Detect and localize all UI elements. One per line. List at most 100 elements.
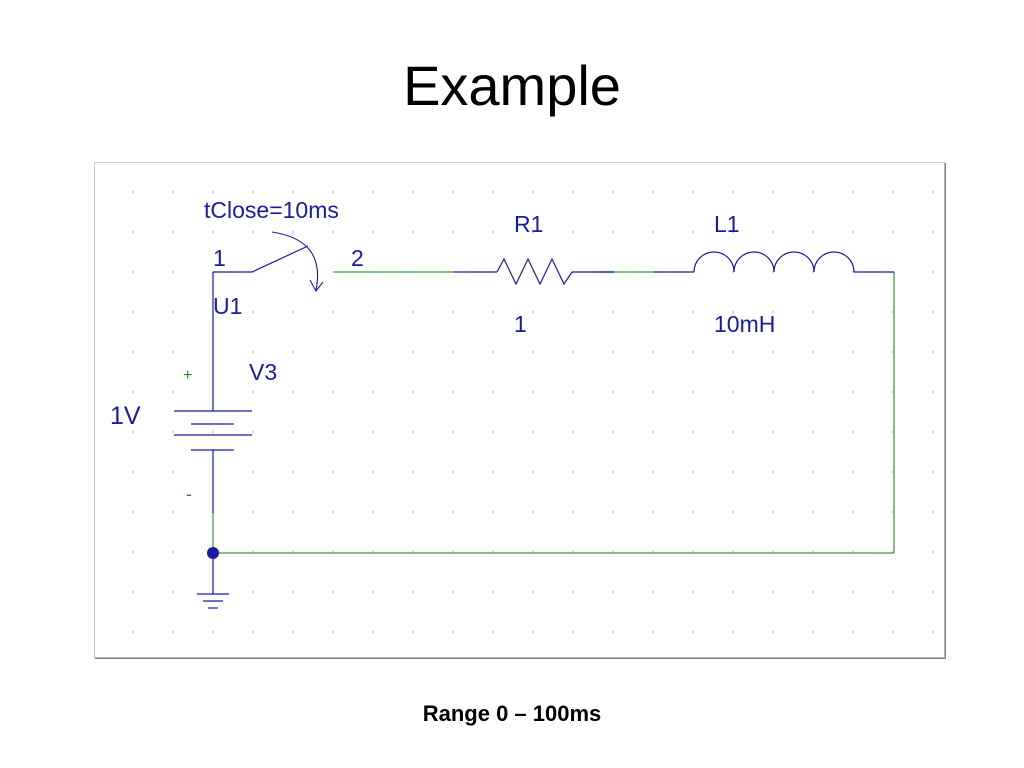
grid-dot — [332, 231, 334, 233]
grid-dot — [292, 271, 294, 273]
schematic-canvas: tClose=10ms 1 2 U1 R1 1 L1 10mH V3 1V + … — [94, 162, 946, 659]
grid-dot — [532, 471, 534, 473]
grid-dot — [652, 191, 654, 193]
grid-dot — [732, 231, 734, 233]
grid-dot — [332, 631, 334, 633]
grid-dot — [772, 351, 774, 353]
grid-dot — [532, 511, 534, 513]
grid-dot — [252, 311, 254, 313]
grid-dot — [292, 351, 294, 353]
grid-dot — [572, 191, 574, 193]
grid-dot — [292, 311, 294, 313]
grid-dot — [292, 511, 294, 513]
grid-dot — [812, 631, 814, 633]
grid-dot — [932, 351, 934, 353]
grid-dot — [892, 591, 894, 593]
grid-dot — [132, 471, 134, 473]
grid-dot — [172, 311, 174, 313]
grid-dot — [852, 391, 854, 393]
grid-dot — [572, 231, 574, 233]
grid-dot — [532, 191, 534, 193]
grid-dot — [692, 231, 694, 233]
grid-dot — [572, 471, 574, 473]
grid-dot — [692, 391, 694, 393]
grid-dot — [692, 591, 694, 593]
grid-dot — [612, 591, 614, 593]
grid-dot — [132, 391, 134, 393]
grid-dot — [892, 231, 894, 233]
grid-dot — [932, 471, 934, 473]
grid-dot — [492, 231, 494, 233]
grid-dot — [292, 231, 294, 233]
grid-dot — [132, 191, 134, 193]
source-ref-label: V3 — [249, 359, 277, 385]
grid-dot — [412, 431, 414, 433]
inductor-symbol — [693, 251, 855, 273]
grid-dot — [452, 231, 454, 233]
grid-dot — [492, 511, 494, 513]
grid-dot — [172, 511, 174, 513]
grid-dot — [612, 391, 614, 393]
grid-dot — [492, 351, 494, 353]
grid-dot — [372, 511, 374, 513]
grid-dot — [932, 311, 934, 313]
grid-dot — [532, 631, 534, 633]
grid-dot — [332, 431, 334, 433]
grid-dot — [372, 591, 374, 593]
grid-dot — [172, 591, 174, 593]
grid-dot — [132, 271, 134, 273]
grid-dot — [132, 511, 134, 513]
schematic-border — [94, 162, 945, 658]
grid-dot — [452, 511, 454, 513]
grid-dot — [452, 591, 454, 593]
grid-dot — [412, 351, 414, 353]
grid-dot — [132, 591, 134, 593]
grid-dot — [772, 311, 774, 313]
grid-dot — [252, 231, 254, 233]
grid-dot — [492, 631, 494, 633]
grid-dot — [492, 591, 494, 593]
grid-dot — [292, 631, 294, 633]
grid-dot — [292, 431, 294, 433]
grid-dot — [852, 591, 854, 593]
grid-dot — [492, 431, 494, 433]
grid-dot — [492, 471, 494, 473]
grid-dot — [772, 591, 774, 593]
grid-dot — [172, 551, 174, 553]
grid-dot — [812, 511, 814, 513]
grid-dot — [452, 631, 454, 633]
wires — [213, 271, 895, 554]
resistor-ref-label: R1 — [514, 211, 543, 237]
grid-dot — [332, 591, 334, 593]
grid-dot — [812, 431, 814, 433]
grid-dot — [292, 591, 294, 593]
grid-dot — [132, 231, 134, 233]
grid-dot — [612, 351, 614, 353]
grid-dot — [572, 351, 574, 353]
grid-dot — [372, 191, 374, 193]
grid-dot — [692, 471, 694, 473]
grid-dot — [372, 351, 374, 353]
grid-dot — [932, 231, 934, 233]
grid-dot — [532, 431, 534, 433]
grid-dot — [572, 631, 574, 633]
grid-dot — [132, 431, 134, 433]
grid-dot — [692, 351, 694, 353]
grid-dot — [252, 631, 254, 633]
grid-dot — [732, 191, 734, 193]
grid-dot — [252, 591, 254, 593]
grid-dot — [172, 351, 174, 353]
range-caption: Range 0 – 100ms — [422, 701, 602, 726]
grid-dot — [332, 511, 334, 513]
grid-dot — [812, 391, 814, 393]
grid-dot — [852, 311, 854, 313]
grid-dot — [332, 351, 334, 353]
grid-dot — [212, 191, 214, 193]
grid-dot — [612, 471, 614, 473]
grid-dot — [732, 511, 734, 513]
grid-dot — [852, 511, 854, 513]
resistor-symbol — [496, 257, 573, 286]
switch-blade — [251, 245, 309, 273]
grid-dot — [852, 431, 854, 433]
grid-dot — [652, 391, 654, 393]
